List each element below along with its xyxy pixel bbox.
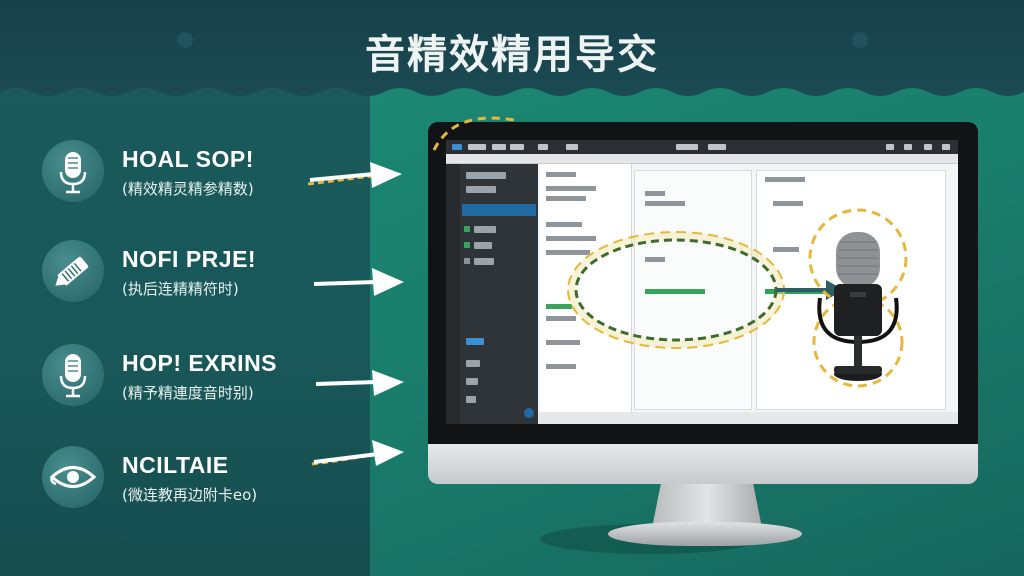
app-tabbar bbox=[446, 154, 958, 164]
feature-title: NOFI PRJE! bbox=[122, 246, 257, 272]
feature-subtitle: (执后连精精符时) bbox=[122, 280, 239, 298]
studio-microphone-icon bbox=[808, 208, 908, 388]
app-main-panel bbox=[634, 170, 752, 410]
feature-subtitle: (精予精連度音时别) bbox=[122, 384, 254, 402]
feature-subtitle: (精效精灵精参精数) bbox=[122, 180, 254, 198]
feature-title: NCILTAIE bbox=[122, 452, 229, 478]
feature-item[interactable]: HOAL SOP! (精效精灵精参精数) bbox=[42, 140, 362, 210]
feature-title: HOAL SOP! bbox=[122, 146, 254, 172]
arrow-right-icon bbox=[315, 370, 404, 396]
app-titlebar bbox=[446, 140, 958, 154]
app-list-panel bbox=[540, 164, 632, 424]
monitor bbox=[420, 116, 980, 558]
app-statusbar bbox=[538, 412, 958, 424]
arrow-right-icon bbox=[307, 162, 402, 188]
arrow-right-icon bbox=[311, 440, 404, 466]
feature-item[interactable]: HOP! EXRINS (精予精連度音时别) bbox=[42, 344, 362, 414]
eye-icon bbox=[42, 446, 104, 508]
arrow-right-icon bbox=[313, 268, 404, 296]
feature-subtitle: (微连教再边附卡eo) bbox=[122, 486, 258, 504]
feature-title: HOP! EXRINS bbox=[122, 350, 278, 376]
highlight-ring bbox=[432, 116, 515, 151]
feature-item[interactable]: NOFI PRJE! (执后连精精符时) bbox=[42, 240, 362, 310]
pen-nib-icon bbox=[42, 240, 104, 302]
header-banner: 音精效精用导交 bbox=[0, 0, 1024, 108]
sidebar-item-active[interactable] bbox=[462, 204, 536, 216]
monitor-chin bbox=[428, 444, 978, 484]
feature-item[interactable]: NCILTAIE (微连教再边附卡eo) bbox=[42, 446, 362, 516]
page-title: 音精效精用导交 bbox=[365, 32, 659, 78]
monitor-base bbox=[608, 522, 802, 546]
monitor-stand bbox=[652, 484, 762, 528]
microphone-icon bbox=[42, 344, 104, 406]
app-sidebar bbox=[446, 164, 538, 424]
microphone-icon bbox=[42, 140, 104, 202]
